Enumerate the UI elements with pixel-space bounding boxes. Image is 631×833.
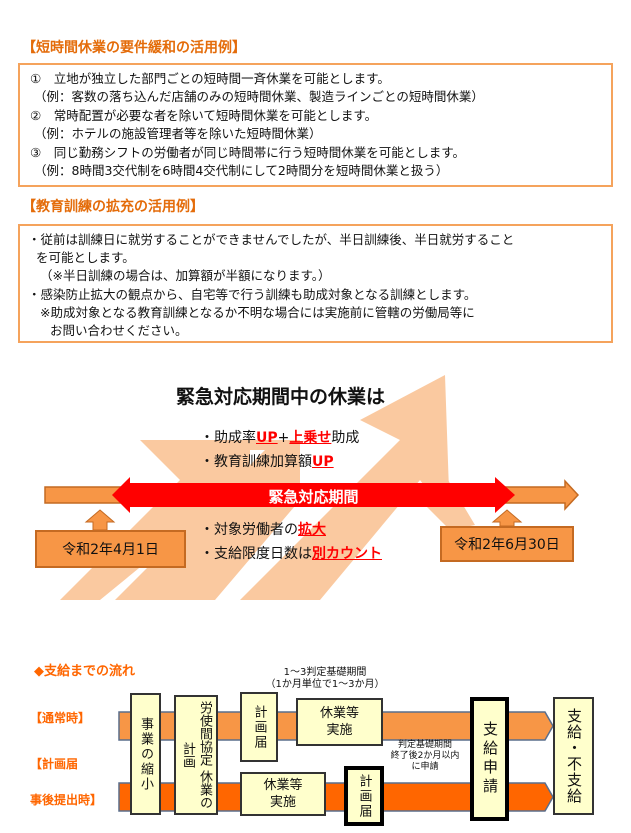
- text-line: （※半日訓練の場合は、加算額が半額になります。）: [40, 268, 331, 283]
- short-leave-box: ① 立地が独立した部門ごとの短時間一斉休業を可能とします。 （例：客数の落ち込ん…: [18, 63, 613, 187]
- bullet-subsidy-rate: ・助成率UP+上乗せ助成: [200, 427, 359, 447]
- bg-arrow-3: [240, 375, 450, 600]
- plan-notice-late-box: 計画届: [344, 766, 384, 826]
- text: 事業の縮小: [138, 716, 153, 792]
- highlight: 拡大: [298, 522, 326, 538]
- highlight: UP: [256, 430, 278, 446]
- text: ・支給限度日数は: [200, 546, 312, 562]
- label-normal: 【通常時】: [30, 711, 91, 725]
- text-line: お問い合わせください。: [50, 323, 188, 338]
- text-line: を可能とします。: [36, 250, 135, 265]
- timeline: [44, 477, 580, 530]
- training-box: ・従前は訓練日に就労することができませんでしたが、半日訓練後、半日就労すること …: [18, 224, 613, 343]
- text: 計画届: [356, 773, 372, 819]
- emergency-period-arrow: [112, 477, 515, 513]
- text: 1～3判定基礎期間: [283, 667, 367, 678]
- text: （1か月単位で1～3か月）: [265, 679, 385, 690]
- agreement-box: 労使間協定 休業の計画: [174, 695, 218, 815]
- label-late-2: 事後提出時】: [30, 793, 103, 807]
- label-late-1: 【計画届: [30, 757, 79, 771]
- end-date-box: 令和2年6月30日: [440, 526, 574, 562]
- highlight: 上乗せ: [289, 430, 332, 446]
- application-box: 支給申請: [470, 697, 509, 821]
- bullet-training-bonus: ・教育訓練加算額UP: [200, 451, 334, 471]
- decision-box: 支給・不支給: [553, 697, 594, 815]
- section-title-training: 【教育訓練の拡充の活用例】: [22, 199, 204, 215]
- text-line: ・感染防止拡大の観点から、自宅等で行う訓練も助成対象となる訓練とします。: [28, 287, 477, 302]
- leave-implementation-box: 休業等実施: [296, 698, 383, 746]
- text: ・助成率: [200, 430, 256, 446]
- plan-notice-box: 計画届: [240, 692, 278, 762]
- highlight: UP: [312, 454, 334, 470]
- deadline-note: 判定基礎期間終了後2か月以内に申請: [385, 740, 465, 773]
- highlight: 別カウント: [312, 546, 382, 562]
- text: +: [277, 430, 290, 446]
- emergency-title: 緊急対応期間中の休業は: [176, 386, 386, 408]
- section-title-short-leave: 【短時間休業の要件緩和の活用例】: [22, 40, 246, 56]
- text: 労使間協定 休業の計画: [180, 700, 212, 810]
- text: 判定基礎期間: [397, 740, 452, 750]
- text: ・教育訓練加算額: [200, 454, 312, 470]
- text-line: ※助成対象となる教育訓練となるか不明な場合には実施前に管轄の労働局等に: [40, 305, 475, 320]
- text: ・対象労働者の: [200, 522, 298, 538]
- text-line: ③ 同じ勤務シフトの労働者が同じ時間帯に行う短時間休業を可能とします。: [30, 145, 465, 160]
- text-line: （例：8時間3交代制を6時間4交代制にして2時間分を短時間休業と扱う）: [34, 163, 449, 178]
- text: 助成: [331, 430, 360, 446]
- emergency-period-label: 緊急対応期間: [268, 488, 359, 506]
- text: 計画届: [251, 704, 267, 750]
- start-date-box: 令和2年4月1日: [35, 530, 186, 568]
- text: 支給申請: [481, 721, 499, 797]
- text-line: ・従前は訓練日に就労することができませんでしたが、半日訓練後、半日就労すること: [28, 232, 515, 247]
- period-note: 1～3判定基礎期間（1か月単位で1～3か月）: [255, 667, 395, 691]
- start-pointer-arrow: [84, 509, 116, 530]
- text: に申請: [411, 762, 439, 772]
- text-line: （例：客数の落ち込んだ店舗のみの短時間休業、製造ラインごとの短時間休業）: [34, 89, 484, 104]
- text: 支給・不支給: [565, 708, 583, 804]
- end-pointer-arrow: [491, 509, 523, 527]
- text-line: ② 常時配置が必要な者を除いて短時間休業を可能とします。: [30, 108, 378, 123]
- leave-implementation-late-box: 休業等実施: [240, 772, 326, 816]
- bullet-limit-days: ・支給限度日数は別カウント: [200, 543, 382, 563]
- text-line: （例：ホテルの施設管理者等を除いた短時間休業）: [34, 126, 322, 141]
- text: 終了後2か月以内: [390, 751, 460, 761]
- business-reduction-box: 事業の縮小: [130, 693, 161, 815]
- bullet-target-workers: ・対象労働者の拡大: [200, 519, 326, 539]
- text-line: ① 立地が独立した部門ごとの短時間一斉休業を可能とします。: [30, 71, 390, 86]
- flow-title: ◆支給までの流れ: [34, 664, 135, 679]
